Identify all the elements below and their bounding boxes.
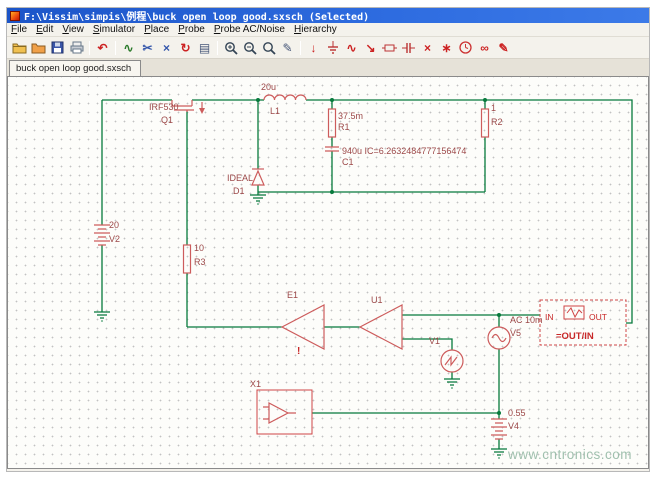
component-u1-comparator[interactable]: U1 <box>358 295 403 350</box>
svg-text:V4: V4 <box>508 421 519 431</box>
component-r1-resistor[interactable]: 37.5m R1 <box>327 108 364 138</box>
watermark: www.cntronics.com <box>507 447 632 462</box>
toolbar: ↶ ∿ ✂ × ↻ ▤ ✎ ↓ ∿ ↘ × ∗ ∞ ✎ <box>7 37 649 59</box>
svg-text:AC 10m: AC 10m <box>510 315 543 325</box>
magnifier-minus-icon[interactable] <box>240 39 259 57</box>
menu-file[interactable]: File <box>11 24 28 35</box>
menu-hierarchy[interactable]: Hierarchy <box>294 24 337 35</box>
schematic[interactable]: IRF530 Q1 20u L1 37.5m R1 940u IC=6.2632… <box>8 77 649 468</box>
menu-probe[interactable]: Probe <box>178 24 205 35</box>
menu-simulator[interactable]: Simulator <box>92 24 136 35</box>
waveform-icon[interactable]: ∿ <box>123 40 134 55</box>
app-window: F:\Vissim\simpis\例程\buck open loop good.… <box>6 7 650 472</box>
component-x1-subcircuit[interactable]: X1 <box>250 379 313 435</box>
sine-icon[interactable]: ∿ <box>346 40 357 55</box>
pencil-icon[interactable]: ✎ <box>282 40 293 55</box>
ground-icon[interactable] <box>323 39 342 57</box>
svg-text:0.55: 0.55 <box>508 408 526 418</box>
x-red-icon[interactable]: × <box>423 40 431 55</box>
svg-text:R2: R2 <box>491 117 503 127</box>
svg-text:940u IC=6.2632484777156474: 940u IC=6.2632484777156474 <box>342 146 466 156</box>
folder-open-icon[interactable] <box>10 39 29 57</box>
svg-text:1: 1 <box>491 103 496 113</box>
svg-text:20: 20 <box>109 220 119 230</box>
menu-edit[interactable]: Edit <box>36 24 54 35</box>
svg-text:Q1: Q1 <box>161 115 173 125</box>
svg-text:D1: D1 <box>233 186 245 196</box>
asterisk-icon[interactable]: ∗ <box>441 40 452 55</box>
component-l1-inductor[interactable]: 20u L1 <box>261 82 307 116</box>
svg-text:U1: U1 <box>371 295 383 305</box>
svg-text:IDEAL: IDEAL <box>227 173 253 183</box>
infinity-icon[interactable]: ∞ <box>480 40 489 55</box>
svg-text:OUT: OUT <box>589 312 607 322</box>
save-floppy-icon[interactable] <box>48 39 67 57</box>
window-title: F:\Vissim\simpis\例程\buck open loop good.… <box>24 12 370 23</box>
svg-text:10: 10 <box>194 243 204 253</box>
component-v4-battery[interactable]: 0.55 V4 <box>491 408 526 440</box>
junction-dots <box>256 98 501 415</box>
svg-text:E1: E1 <box>287 290 298 300</box>
toolbar-separator <box>89 40 90 55</box>
scissors-icon[interactable]: ✂ <box>142 40 153 55</box>
probe-out-over-in[interactable]: IN OUT =OUT/IN <box>539 299 627 346</box>
toolbar-separator <box>217 40 218 55</box>
arrow-icon[interactable]: ↘ <box>365 40 376 55</box>
svg-text:37.5m: 37.5m <box>338 111 363 121</box>
schematic-canvas[interactable]: IRF530 Q1 20u L1 37.5m R1 940u IC=6.2632… <box>7 76 649 469</box>
toolbar-separator <box>115 40 116 55</box>
delete-x-icon[interactable]: × <box>162 40 170 55</box>
menu-bar: File Edit View Simulator Place Probe Pro… <box>7 23 649 37</box>
svg-text:IN: IN <box>545 312 554 322</box>
capacitor-icon[interactable] <box>399 39 418 57</box>
component-v2-battery[interactable]: 20 V2 <box>94 220 120 246</box>
undo-arrow-icon[interactable]: ↶ <box>97 40 108 55</box>
component-q1-mosfet[interactable]: IRF530 Q1 <box>149 100 205 125</box>
svg-text:C1: C1 <box>342 157 354 167</box>
pages-icon[interactable]: ▤ <box>198 40 211 55</box>
toolbar-separator <box>300 40 301 55</box>
wires[interactable] <box>101 99 633 449</box>
magnifier-icon[interactable] <box>259 39 278 57</box>
svg-text:V2: V2 <box>109 234 120 244</box>
component-r2-resistor[interactable]: 1 R2 <box>480 103 503 138</box>
component-c1-capacitor[interactable]: 940u IC=6.2632484777156474 C1 <box>325 146 466 167</box>
resistor-icon[interactable] <box>380 39 399 57</box>
component-r3-resistor[interactable]: 10 R3 <box>182 243 206 274</box>
svg-text:R1: R1 <box>338 122 350 132</box>
svg-text:X1: X1 <box>250 379 261 389</box>
folder-new-icon[interactable] <box>29 39 48 57</box>
rotate-icon[interactable]: ↻ <box>180 40 191 55</box>
svg-text:=OUT/IN: =OUT/IN <box>556 331 594 342</box>
magnifier-plus-icon[interactable] <box>221 39 240 57</box>
svg-text:!: ! <box>297 346 300 357</box>
tab-bar: buck open loop good.sxsch <box>7 59 649 76</box>
svg-text:L1: L1 <box>270 106 280 116</box>
app-icon <box>10 10 20 21</box>
menu-place[interactable]: Place <box>144 24 170 35</box>
svg-text:V5: V5 <box>510 328 521 338</box>
component-e1-vcvs[interactable]: E1 ! <box>280 290 325 357</box>
svg-text:20u: 20u <box>261 82 276 92</box>
component-v1-sawtooth-source[interactable]: V1 <box>429 336 464 373</box>
svg-text:IRF530: IRF530 <box>149 102 179 112</box>
svg-text:V1: V1 <box>429 336 440 346</box>
tab-schematic[interactable]: buck open loop good.sxsch <box>9 60 142 76</box>
component-v5-ac-source[interactable]: AC 10m V5 <box>487 315 543 350</box>
clock-icon[interactable] <box>456 39 475 57</box>
menu-probe-ac-noise[interactable]: Probe AC/Noise <box>213 24 285 35</box>
ground-symbols[interactable] <box>94 194 507 459</box>
component-d1-diode[interactable]: IDEAL D1 <box>227 168 265 196</box>
down-arrow-icon[interactable]: ↓ <box>310 40 317 55</box>
title-bar[interactable]: F:\Vissim\simpis\例程\buck open loop good.… <box>7 8 649 23</box>
print-icon[interactable] <box>67 39 86 57</box>
menu-view[interactable]: View <box>62 24 84 35</box>
pencil-red-icon[interactable]: ✎ <box>498 40 509 55</box>
svg-text:R3: R3 <box>194 257 206 267</box>
